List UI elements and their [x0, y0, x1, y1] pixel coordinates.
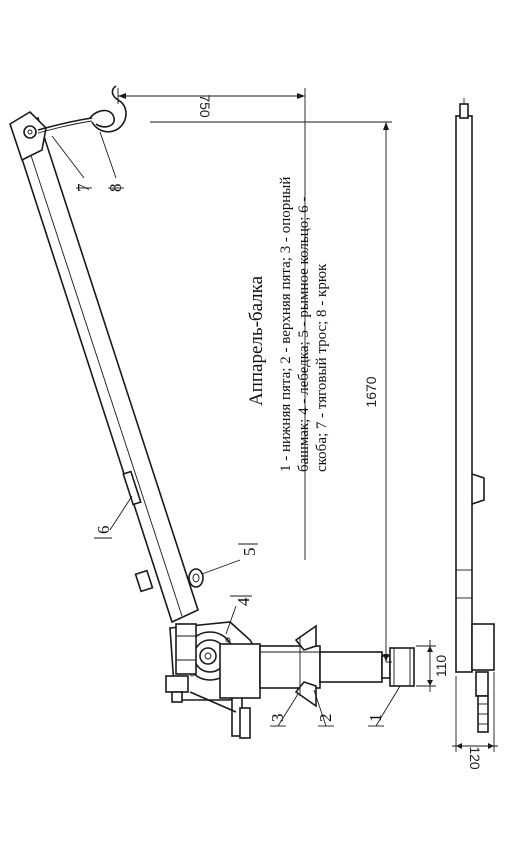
lower-heel-1 — [319, 647, 415, 687]
eye-ring-5 — [188, 568, 204, 588]
legend-line-1: 1 - нижняя пята; 2 - верхняя пята; 3 - о… — [278, 177, 294, 472]
dim-1670-label: 1670 — [363, 376, 379, 407]
callout-6: 6 — [94, 526, 113, 535]
bracket-6 — [122, 470, 142, 506]
boom-lug — [134, 569, 154, 593]
callout-leaders — [51, 131, 401, 727]
support-shoe-3 — [294, 624, 317, 708]
upper-heel-2 — [219, 643, 321, 699]
callout-8: 8 — [106, 184, 125, 193]
callout-2: 2 — [316, 714, 335, 723]
dim-110 — [416, 640, 436, 692]
callout-7: 7 — [74, 183, 93, 192]
side-view — [455, 98, 495, 733]
dim-120 — [452, 672, 498, 752]
tow-rope-7 — [37, 117, 93, 134]
dim-110-label: 110 — [433, 655, 449, 678]
legend-line-3: скоба; 7 - тяговый трос; 8 - крюк — [314, 263, 330, 472]
boom-arm — [9, 110, 199, 624]
dim-750-label: 750 — [197, 94, 213, 118]
legend-line-2: башмак; 4 - лебедка; 5 - рымное кольцо; … — [296, 197, 312, 472]
drawing-title: Аппарель-балка — [246, 275, 267, 406]
hook-8 — [89, 85, 127, 133]
dim-1670 — [150, 121, 392, 663]
dim-120-label: 120 — [467, 746, 483, 770]
callout-3: 3 — [268, 714, 287, 723]
callout-4: 4 — [234, 597, 253, 606]
dim-750 — [117, 88, 306, 560]
callout-1: 1 — [366, 714, 385, 723]
callout-5: 5 — [240, 548, 259, 557]
winch-crank — [165, 675, 251, 739]
